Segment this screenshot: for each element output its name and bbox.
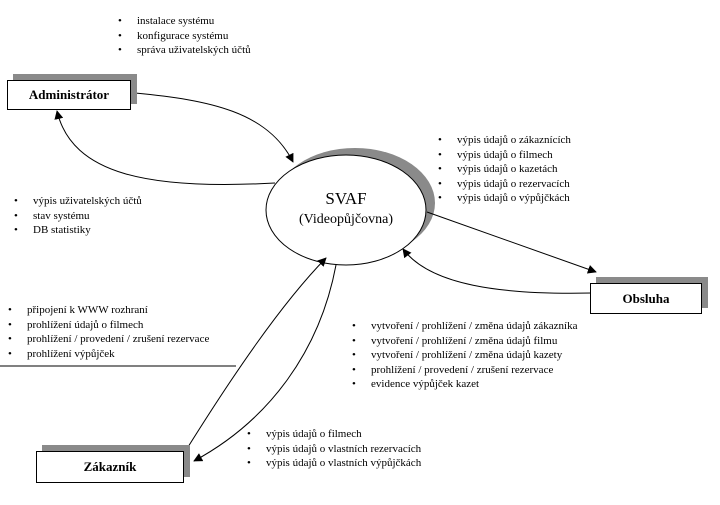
system-label: SVAF (Videopůjčovna)	[266, 153, 426, 265]
actor-obsluha-label: Obsluha	[622, 290, 670, 306]
list-admin-to-system: instalace systému konfigurace systému sp…	[116, 14, 251, 58]
actor-zakaznik-label: Zákazník	[83, 459, 137, 474]
arrow-system-to-obsluha	[426, 211, 597, 274]
list-zakaznik-to-system: připojení k WWW rozhraní prohlížení údaj…	[6, 303, 209, 361]
list-item: výpis údajů o filmech	[245, 427, 421, 442]
list-item: stav systému	[12, 209, 142, 224]
actor-obsluha: Obsluha	[590, 283, 702, 314]
actor-administrator: Administrátor	[7, 80, 131, 110]
arrow-system-to-zakaznik	[193, 264, 337, 462]
system-subtitle: (Videopůjčovna)	[298, 212, 393, 227]
list-item: výpis údajů o kazetách	[436, 162, 571, 177]
list-item: výpis údajů o filmech	[436, 148, 571, 163]
arrow-admin-to-system	[134, 92, 294, 163]
list-item: výpis údajů o rezervacích	[436, 177, 571, 192]
list-system-to-obsluha: výpis údajů o zákaznících výpis údajů o …	[436, 133, 571, 206]
list-item: výpis údajů o zákaznících	[436, 133, 571, 148]
list-item: výpis údajů o vlastních rezervacích	[245, 442, 421, 457]
list-item: správa uživatelských účtů	[116, 43, 251, 58]
list-item: vytvoření / prohlížení / změna údajů zák…	[350, 319, 577, 334]
list-item: prohlížení údajů o filmech	[6, 318, 209, 333]
list-item: výpis údajů o výpůjčkách	[436, 191, 571, 206]
list-obsluha-to-system: vytvoření / prohlížení / změna údajů zák…	[350, 319, 577, 392]
system-ellipse	[265, 154, 427, 266]
list-item: prohlížení / provedení / zrušení rezerva…	[6, 332, 209, 347]
list-item: prohlížení / provedení / zrušení rezerva…	[350, 363, 577, 378]
arrow-zakaznik-to-system	[187, 257, 327, 448]
list-item: vytvoření / prohlížení / změna údajů fil…	[350, 334, 577, 349]
list-item: prohlížení výpůjček	[6, 347, 209, 362]
arrow-obsluha-to-system	[402, 248, 593, 294]
list-item: výpis údajů o vlastních výpůjčkách	[245, 456, 421, 471]
list-item: konfigurace systému	[116, 29, 251, 44]
list-item: výpis uživatelských účtů	[12, 194, 142, 209]
list-system-to-zakaznik: výpis údajů o filmech výpis údajů o vlas…	[245, 427, 421, 471]
arrow-system-to-admin	[54, 110, 276, 186]
actor-administrator-label: Administrátor	[28, 87, 110, 102]
list-system-to-admin: výpis uživatelských účtů stav systému DB…	[12, 194, 142, 238]
actor-zakaznik: Zákazník	[36, 451, 184, 483]
list-item: instalace systému	[116, 14, 251, 29]
list-item: vytvoření / prohlížení / změna údajů kaz…	[350, 348, 577, 363]
list-item: DB statistiky	[12, 223, 142, 238]
list-item: evidence výpůjček kazet	[350, 377, 577, 392]
list-item: připojení k WWW rozhraní	[6, 303, 209, 318]
system-name: SVAF	[325, 189, 367, 208]
